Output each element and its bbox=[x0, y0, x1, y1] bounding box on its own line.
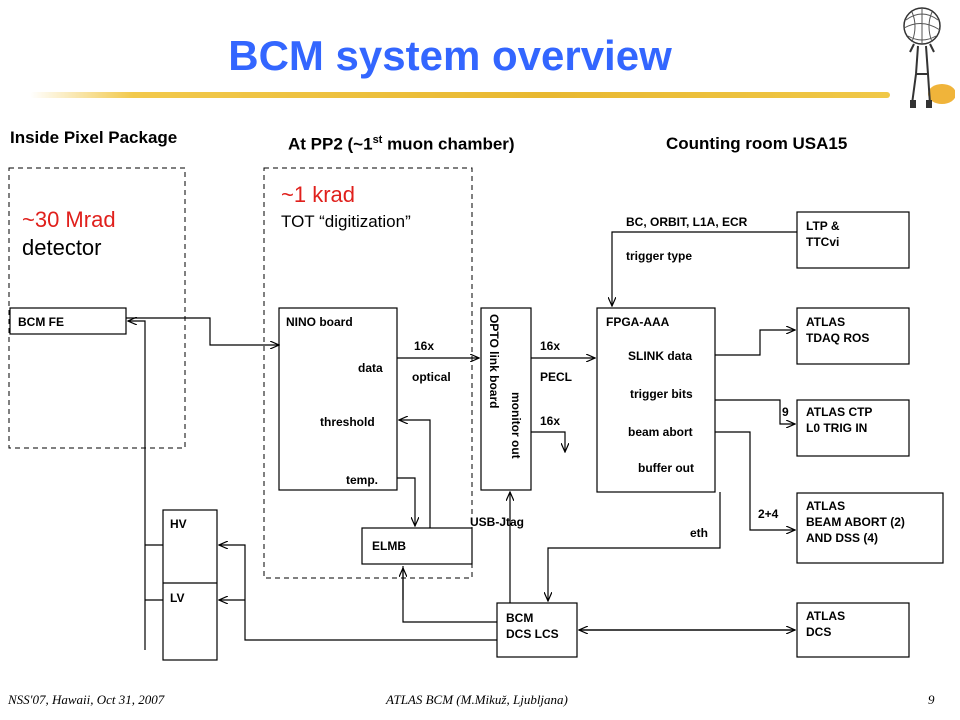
label-nino-temp: temp. bbox=[346, 473, 378, 487]
label-nino-data: data bbox=[358, 361, 383, 375]
title-underline bbox=[30, 92, 890, 98]
slide-title: BCM system overview bbox=[228, 32, 672, 79]
annotation-1-krad: ~1 krad bbox=[281, 182, 355, 207]
label-dcs-2: DCS bbox=[806, 625, 831, 639]
region-pp2 bbox=[263, 167, 473, 579]
footer-left: NSS'07, Hawaii, Oct 31, 2007 bbox=[8, 692, 165, 707]
wire-elmb-dcs bbox=[402, 566, 497, 623]
footer-center: ATLAS BCM (M.Mikuž, Ljubljana) bbox=[386, 692, 568, 707]
box-elmb bbox=[361, 527, 473, 565]
box-hv-lv bbox=[162, 509, 218, 661]
wire-eth bbox=[548, 492, 721, 601]
label-dcs-lcs-1: BCM bbox=[506, 611, 533, 625]
wire-fpga-to-beamabort bbox=[715, 431, 795, 530]
wire-lv-to-fe bbox=[128, 321, 146, 650]
signal-eth: eth bbox=[690, 526, 708, 540]
box-atlas-tdaq bbox=[796, 307, 910, 365]
box-bcm-fe bbox=[9, 307, 127, 335]
box-atlas-ctp bbox=[796, 399, 910, 457]
label-elmb: ELMB bbox=[372, 539, 406, 553]
signal-16x-pecl: 16x bbox=[540, 339, 560, 353]
label-ba-2: BEAM ABORT (2) bbox=[806, 515, 905, 529]
label-tdaq-2: TDAQ ROS bbox=[806, 331, 869, 345]
box-bcm-dcs-lcs bbox=[496, 602, 578, 658]
box-atlas-beam-abort bbox=[796, 492, 944, 564]
label-ctp-1: ATLAS CTP bbox=[806, 405, 872, 419]
label-ctp-2: L0 TRIG IN bbox=[806, 421, 867, 435]
label-fpga-abort: beam abort bbox=[628, 425, 693, 439]
label-ltp-2: TTCvi bbox=[806, 235, 839, 249]
signal-nine: 9 bbox=[782, 405, 789, 419]
label-nino-threshold: threshold bbox=[320, 415, 375, 429]
wire-dcs-to-hv bbox=[219, 545, 497, 641]
label-monitor-out: monitor out bbox=[509, 392, 523, 459]
wire-temp-to-elmb bbox=[397, 477, 415, 526]
label-hv: HV bbox=[170, 517, 187, 531]
label-fpga-buffer: buffer out bbox=[638, 461, 694, 475]
label-dcs-lcs-2: DCS LCS bbox=[506, 627, 559, 641]
signal-optical: optical bbox=[412, 370, 451, 384]
label-ba-1: ATLAS bbox=[806, 499, 845, 513]
label-lv: LV bbox=[170, 591, 184, 605]
header-pp2: At PP2 (~1st muon chamber) bbox=[288, 134, 515, 155]
signal-trigger-type: trigger type bbox=[626, 249, 692, 263]
atlas-logo-icon bbox=[903, 7, 955, 108]
label-dcs-1: ATLAS bbox=[806, 609, 845, 623]
signal-two-four: 2+4 bbox=[758, 507, 779, 521]
annotation-30-mrad: ~30 Mrad bbox=[22, 207, 116, 232]
label-ba-3: AND DSS (4) bbox=[806, 531, 878, 545]
annotation-tot: TOT “digitization” bbox=[281, 212, 411, 231]
wire-monitor-out bbox=[531, 431, 565, 452]
region-inside-pixel bbox=[8, 167, 186, 449]
label-opto-link: OPTO link board bbox=[487, 314, 501, 408]
label-fpga: FPGA-AAA bbox=[606, 315, 670, 329]
label-fpga-slink: SLINK data bbox=[628, 349, 692, 363]
wire-dcs-to-lv bbox=[219, 600, 497, 640]
wire-fe-to-nino bbox=[126, 317, 279, 345]
wire-fpga-to-ctp bbox=[715, 399, 795, 424]
label-fpga-trigger: trigger bits bbox=[630, 387, 693, 401]
footer-page-number: 9 bbox=[928, 692, 935, 707]
header-inside-pixel: Inside Pixel Package bbox=[10, 128, 178, 147]
box-atlas-dcs bbox=[796, 602, 910, 658]
label-nino-board: NINO board bbox=[286, 315, 353, 329]
wire-fpga-to-tdaq bbox=[715, 330, 795, 356]
header-pp2-post: muon chamber) bbox=[382, 134, 515, 154]
signal-pecl: PECL bbox=[540, 370, 572, 384]
header-counting-room: Counting room USA15 bbox=[666, 134, 848, 153]
label-tdaq-1: ATLAS bbox=[806, 315, 845, 329]
header-pp2-sup: st bbox=[372, 134, 383, 146]
wire-elmb-to-threshold bbox=[399, 420, 431, 528]
box-nino-board bbox=[278, 307, 398, 491]
label-ltp-1: LTP & bbox=[806, 219, 840, 233]
signal-16x-optical: 16x bbox=[414, 339, 434, 353]
box-opto-link bbox=[480, 307, 532, 491]
signal-16x-monitor: 16x bbox=[540, 414, 560, 428]
signal-ttc: BC, ORBIT, L1A, ECR bbox=[626, 215, 748, 229]
signal-usb-jtag: USB-Jtag bbox=[470, 515, 524, 529]
header-pp2-pre: At PP2 (~1 bbox=[288, 134, 373, 154]
wire-ttc-to-fpga bbox=[612, 231, 797, 306]
label-bcm-fe: BCM FE bbox=[18, 315, 64, 329]
annotation-detector: detector bbox=[22, 235, 102, 260]
box-ltp-ttcvi bbox=[796, 211, 910, 269]
